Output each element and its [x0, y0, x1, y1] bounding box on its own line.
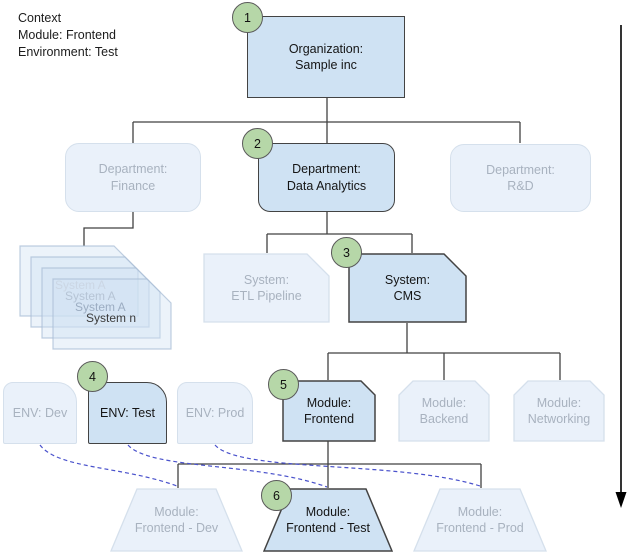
node-label: System: ETL Pipeline [231, 272, 302, 304]
node-label: Module: Frontend - Prod [436, 504, 524, 536]
system-stack-label: System A [75, 300, 126, 314]
card-shape [348, 253, 467, 323]
card-shape [203, 253, 330, 323]
node-label: Module: Backend [419, 395, 469, 427]
step-number: 5 [280, 377, 287, 392]
node-system-etl-pipeline[interactable]: System: ETL Pipeline [203, 253, 330, 323]
node-label: Module: Frontend [303, 395, 355, 427]
step-badge-3: 3 [331, 237, 362, 268]
context-block: Context Module: Frontend Environment: Te… [18, 10, 118, 61]
node-module-backend[interactable]: Module: Backend [398, 380, 490, 442]
node-env-prod[interactable]: ENV: Prod [177, 382, 253, 444]
step-number: 2 [254, 136, 261, 151]
trapezoid-shape [110, 488, 243, 552]
step-badge-4: 4 [77, 361, 108, 392]
context-title: Context [18, 11, 62, 25]
node-label: Department: Data Analytics [286, 162, 367, 193]
system-stack-cards[interactable] [19, 245, 172, 350]
step-number: 3 [343, 245, 350, 260]
step-number: 1 [244, 10, 251, 25]
node-module-frontend-prod[interactable]: Module: Frontend - Prod [413, 488, 547, 552]
node-module-frontend-test[interactable]: Module: Frontend - Test [263, 488, 393, 552]
node-organization[interactable]: Organization: Sample inc [247, 16, 405, 98]
node-module-frontend-dev[interactable]: Module: Frontend - Dev [110, 488, 243, 552]
step-number: 6 [273, 488, 280, 503]
module-shape [398, 380, 490, 442]
node-department-rnd[interactable]: Department: R&D [450, 144, 591, 212]
node-label: Organization: Sample inc [288, 41, 364, 73]
step-number: 4 [89, 369, 96, 384]
timeline-arrow [615, 25, 627, 508]
context-module: Module: Frontend [18, 28, 116, 42]
node-system-cms[interactable]: System: CMS [348, 253, 467, 323]
trapezoid-shape [263, 488, 393, 552]
node-label: System: CMS [384, 272, 431, 304]
step-badge-1: 1 [232, 2, 263, 33]
node-label: Module: Frontend - Dev [134, 504, 219, 536]
system-stack-label: System n [86, 311, 137, 325]
module-shape [513, 380, 605, 442]
node-env-test[interactable]: ENV: Test [88, 382, 167, 444]
node-label: ENV: Dev [12, 405, 68, 420]
node-label: ENV: Prod [185, 405, 245, 420]
node-label: ENV: Test [100, 405, 155, 420]
node-department-data-analytics[interactable]: Department: Data Analytics [258, 143, 395, 212]
step-badge-5: 5 [268, 369, 299, 400]
node-department-finance[interactable]: Department: Finance [65, 143, 201, 212]
context-environment: Environment: Test [18, 45, 118, 59]
env-deploy-links [39, 444, 481, 488]
node-label: Department: Finance [98, 162, 168, 193]
node-module-networking[interactable]: Module: Networking [513, 380, 605, 442]
trapezoid-shape [413, 488, 547, 552]
system-stack-label: System A [65, 289, 116, 303]
node-label: Module: Frontend - Test [286, 504, 370, 536]
system-stack-label: System A [55, 278, 106, 292]
tree-connectors [83, 98, 561, 488]
step-badge-2: 2 [242, 128, 273, 159]
node-label: Module: Networking [527, 395, 591, 427]
step-badge-6: 6 [261, 480, 292, 511]
node-env-dev[interactable]: ENV: Dev [3, 382, 77, 444]
node-label: Department: R&D [486, 162, 555, 194]
